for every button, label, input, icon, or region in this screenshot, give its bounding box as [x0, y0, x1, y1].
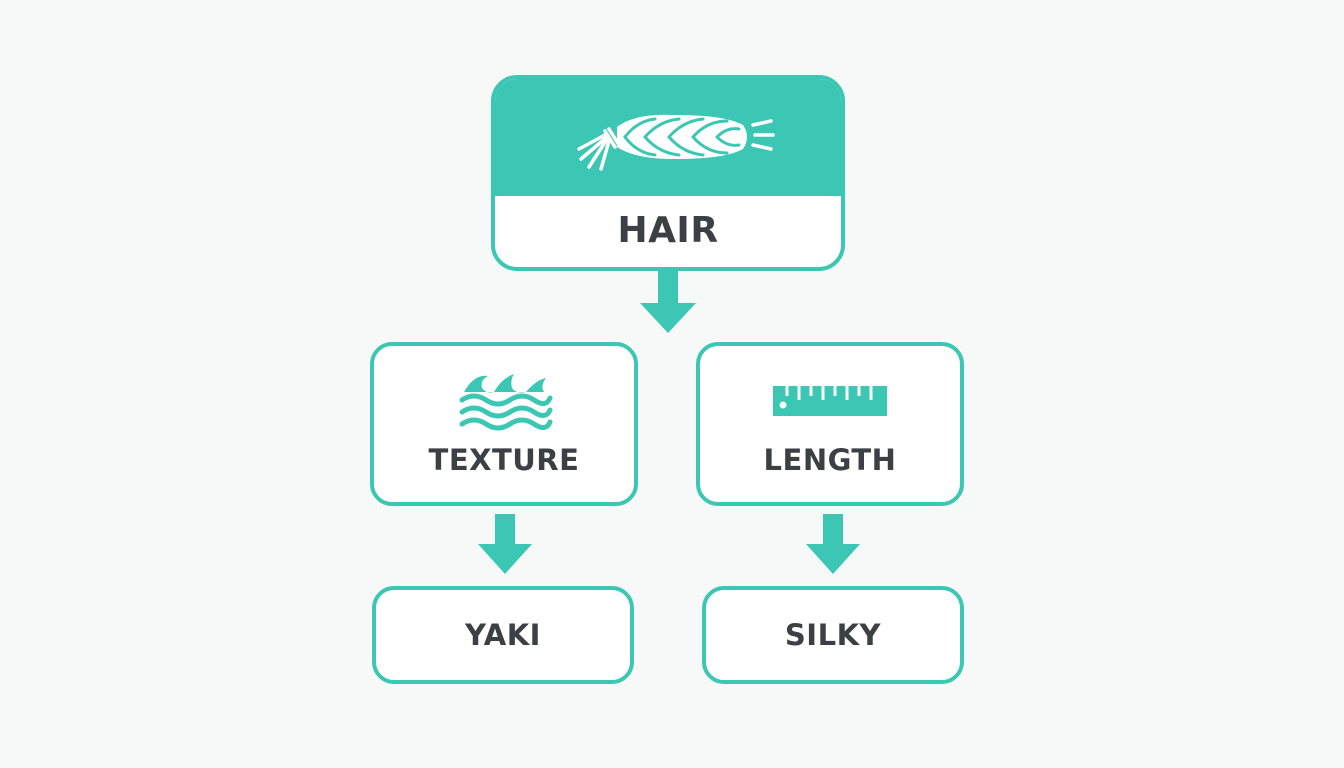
arrow-root-to-branches [640, 271, 696, 333]
silky-label: SILKY [784, 618, 882, 652]
branch-node-length: LENGTH [696, 342, 964, 506]
leaf-node-yaki: YAKI [372, 586, 634, 684]
root-node-hair: HAIR [491, 75, 845, 271]
braid-icon [577, 114, 775, 171]
length-label: LENGTH [763, 443, 897, 477]
root-node-label: HAIR [617, 210, 719, 251]
waves-icon [459, 374, 553, 431]
root-node-header [495, 79, 841, 196]
arrow-texture-to-yaki [478, 514, 532, 574]
branch-node-texture: TEXTURE [370, 342, 638, 506]
leaf-node-silky: SILKY [702, 586, 964, 684]
yaki-label: YAKI [465, 618, 541, 652]
arrow-length-to-silky [806, 514, 860, 574]
texture-label: TEXTURE [428, 443, 580, 477]
ruler-icon [773, 386, 887, 416]
